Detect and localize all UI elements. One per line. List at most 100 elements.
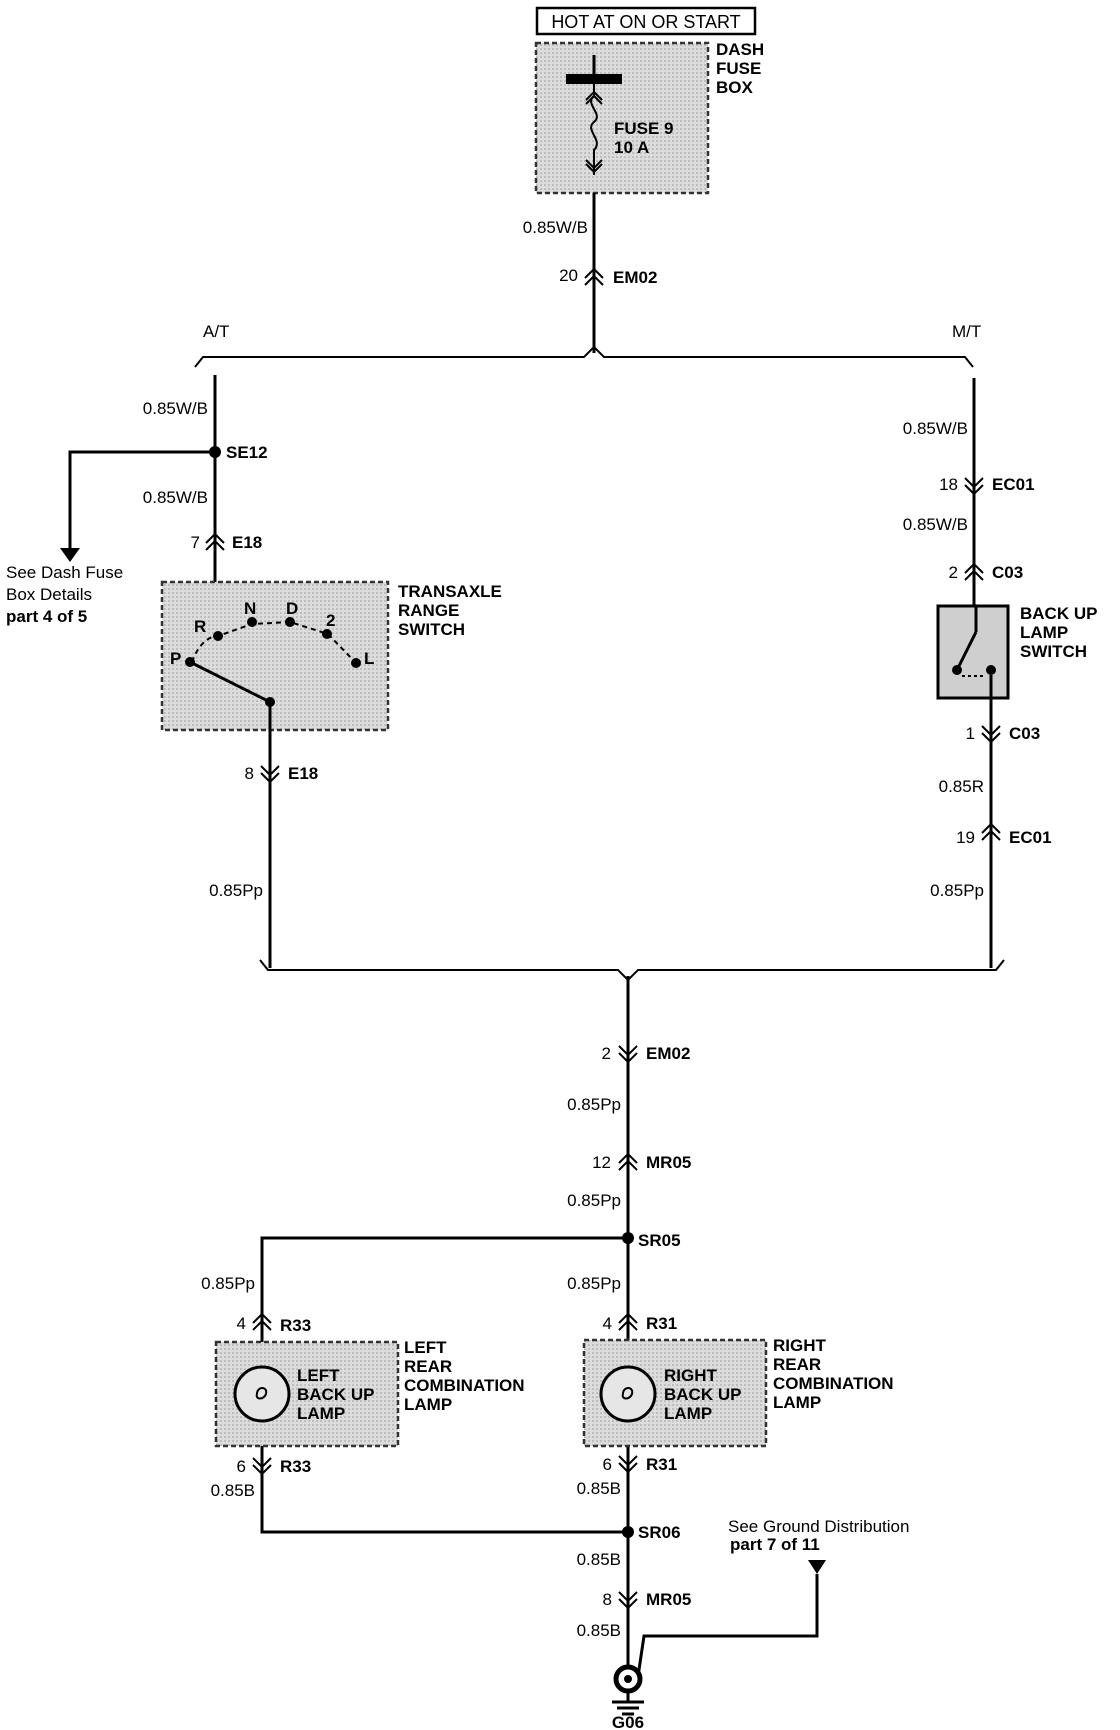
svg-text:20: 20 [559,266,578,285]
connector-ec01-out: 19 EC01 [956,822,1052,847]
backup-switch-name-3: SWITCH [1020,642,1087,661]
connector-mr05-bottom: 8 MR05 [603,1590,691,1610]
right-bulb-icon [599,1365,657,1423]
se12-branch-wire [68,450,215,548]
fuse-box-name-2: FUSE [716,59,761,78]
fuse-box-name-3: BOX [716,78,754,97]
svg-text:C03: C03 [1009,724,1040,743]
left-lamp-name-2: REAR [404,1357,452,1376]
ref-dash-fuse-3: part 4 of 5 [6,607,87,626]
svg-text:EC01: EC01 [1009,828,1052,847]
fuse-label-2: 10 A [614,138,649,157]
connector-e18-out: 8 E18 [245,764,318,784]
option-bracket-bottom [259,959,1005,982]
backup-switch-name-1: BACK UP [1020,604,1097,623]
ground-label: G06 [612,1713,644,1730]
svg-text:12: 12 [592,1153,611,1172]
connector-r31-in: 4 R31 [603,1312,677,1333]
position-p: P [170,649,181,668]
connector-em02-bottom: 2 EM02 [602,1044,690,1064]
ref-ground-1: See Ground Distribution [728,1517,909,1536]
connector-mr05-top: 12 MR05 [592,1152,691,1172]
wire-label-at-out: 0.85Pp [209,881,263,900]
right-lamp-name-4: LAMP [773,1393,821,1412]
position-n: N [244,599,256,618]
wire-label-mt-3: 0.85R [939,777,984,796]
connector-r31-out: 6 R31 [603,1455,678,1474]
left-lamp-name-1: LEFT [404,1338,447,1357]
svg-text:R31: R31 [646,1314,677,1333]
svg-text:EM02: EM02 [613,268,657,287]
position-r: R [194,617,206,636]
svg-text:E18: E18 [232,533,262,552]
left-lamp-name-3: COMBINATION [404,1376,525,1395]
right-bulb-label-1: RIGHT [664,1366,718,1385]
wire-label-gnd-1: 0.85B [577,1550,621,1569]
ground-ref-wire [634,1574,819,1691]
svg-text:EC01: EC01 [992,475,1035,494]
ref-dash-fuse-1: See Dash Fuse [6,563,123,582]
wire-label-mt-1: 0.85W/B [903,419,968,438]
transaxle-name-3: SWITCH [398,620,465,639]
position-l: L [364,649,374,668]
connector-r33-out: 6 R33 [237,1457,312,1476]
splice-sr06-label: SR06 [638,1523,681,1542]
left-bulb-label-2: BACK UP [297,1385,374,1404]
right-lamp-name-2: REAR [773,1355,821,1374]
left-bulb-label-1: LEFT [297,1366,340,1385]
right-bulb-label-2: BACK UP [664,1385,741,1404]
backup-switch-name-2: LAMP [1020,623,1068,642]
wire-label-common-1: 0.85Pp [567,1095,621,1114]
connector-ec01-in: 18 EC01 [939,475,1035,496]
option-bracket-top [194,345,974,368]
splice-sr05-label: SR05 [638,1231,681,1250]
svg-text:18: 18 [939,475,958,494]
wire-label-common-2: 0.85Pp [567,1191,621,1210]
svg-text:4: 4 [603,1314,612,1333]
left-bulb-label-3: LAMP [297,1404,345,1423]
svg-text:1: 1 [966,724,975,743]
connector-r33-in: 4 R33 [237,1312,311,1335]
svg-text:MR05: MR05 [646,1590,691,1609]
svg-text:R31: R31 [646,1455,677,1474]
svg-text:8: 8 [603,1590,612,1609]
transaxle-range-switch: P R N D 2 L TRANSAXLE RANGE SWITCH [160,580,502,732]
connector-e18-in: 7 E18 [191,532,262,552]
wire-label-at-1: 0.85W/B [143,399,208,418]
ref-ground-2: part 7 of 11 [730,1535,820,1554]
right-lamp-name-3: COMBINATION [773,1374,894,1393]
option-at-top: A/T [203,322,229,341]
transaxle-name-2: RANGE [398,601,459,620]
switch-arc [191,620,356,663]
svg-text:2: 2 [602,1044,611,1063]
wire-label-mt-2: 0.85W/B [903,515,968,534]
splice-sr06 [622,1526,634,1538]
svg-text:4: 4 [237,1314,246,1333]
ref-dash-fuse-2: Box Details [6,585,92,604]
right-rear-combination-lamp: RIGHT BACK UP LAMP RIGHT REAR COMBINATIO… [582,1336,894,1448]
right-lamp-name-1: RIGHT [773,1336,827,1355]
wire-label-feed: 0.85W/B [523,218,588,237]
svg-text:7: 7 [191,533,200,552]
fuse-label-1: FUSE 9 [614,119,674,138]
svg-text:6: 6 [237,1457,246,1476]
left-bulb-icon [233,1365,291,1423]
svg-text:2: 2 [949,563,958,582]
arrow-dash-fuse-ref [60,548,80,562]
left-rear-combination-lamp: LEFT BACK UP LAMP LEFT REAR COMBINATION … [214,1338,525,1448]
svg-text:6: 6 [603,1455,612,1474]
switch-contact [189,660,271,704]
backup-switch-contact [955,631,978,671]
fuse-symbol [590,84,598,175]
svg-text:E18: E18 [288,764,318,783]
wire-label-mt-out: 0.85Pp [930,881,984,900]
wire-label-right-gnd: 0.85B [577,1479,621,1498]
ground-g06: G06 [612,1664,644,1730]
svg-text:R33: R33 [280,1316,311,1335]
wire-label-at-2: 0.85W/B [143,488,208,507]
power-label: HOT AT ON OR START [551,12,740,32]
connector-em02-top: 20 EM02 [559,266,657,287]
position-d: D [286,599,298,618]
connector-c03-in: 2 C03 [949,562,1023,582]
